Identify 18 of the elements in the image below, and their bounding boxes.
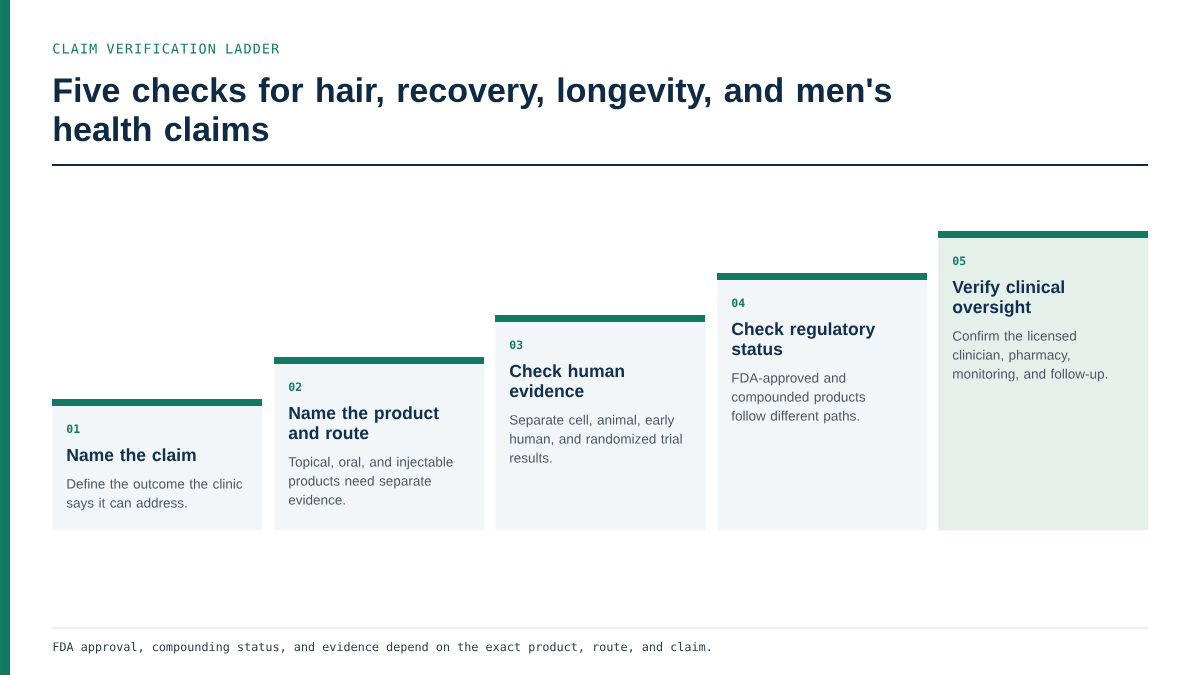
step-number: 02: [289, 382, 302, 392]
card-heading: Check regulatory status: [731, 322, 876, 356]
step-number: 05: [952, 256, 966, 266]
card-text: FDA-approved and compounded products follow different paths.: [731, 372, 866, 424]
card-heading: Name the product and route: [288, 406, 439, 440]
card-text: Confirm the licensed clinician, pharmacy, monitoring, and follow-up.: [952, 330, 1108, 382]
card-text: Separate cell, animal, early human, and randomized trial results.: [509, 414, 682, 463]
step-number: 01: [67, 424, 80, 434]
card-heading: Verify clinical oversight: [952, 280, 1064, 317]
title: Five checks for hair, recovery, longevity, and men's health claims: [54, 77, 892, 142]
card-text: Topical, oral, and injectable products need separate evidence.: [288, 456, 453, 505]
footnote: FDA approval, compounding status, and evidence depend on the exact product, route, and claim.: [53, 641, 710, 654]
card-heading: Name the claim: [67, 448, 196, 462]
eyebrow-label: CLAIM VERIFICATION LADDER: [53, 43, 280, 54]
card-heading: Check human evidence: [510, 364, 624, 398]
card-text: Define the outcome the clinic says it can address.: [66, 478, 243, 511]
step-number: 04: [732, 298, 745, 308]
step-number: 03: [510, 340, 523, 350]
